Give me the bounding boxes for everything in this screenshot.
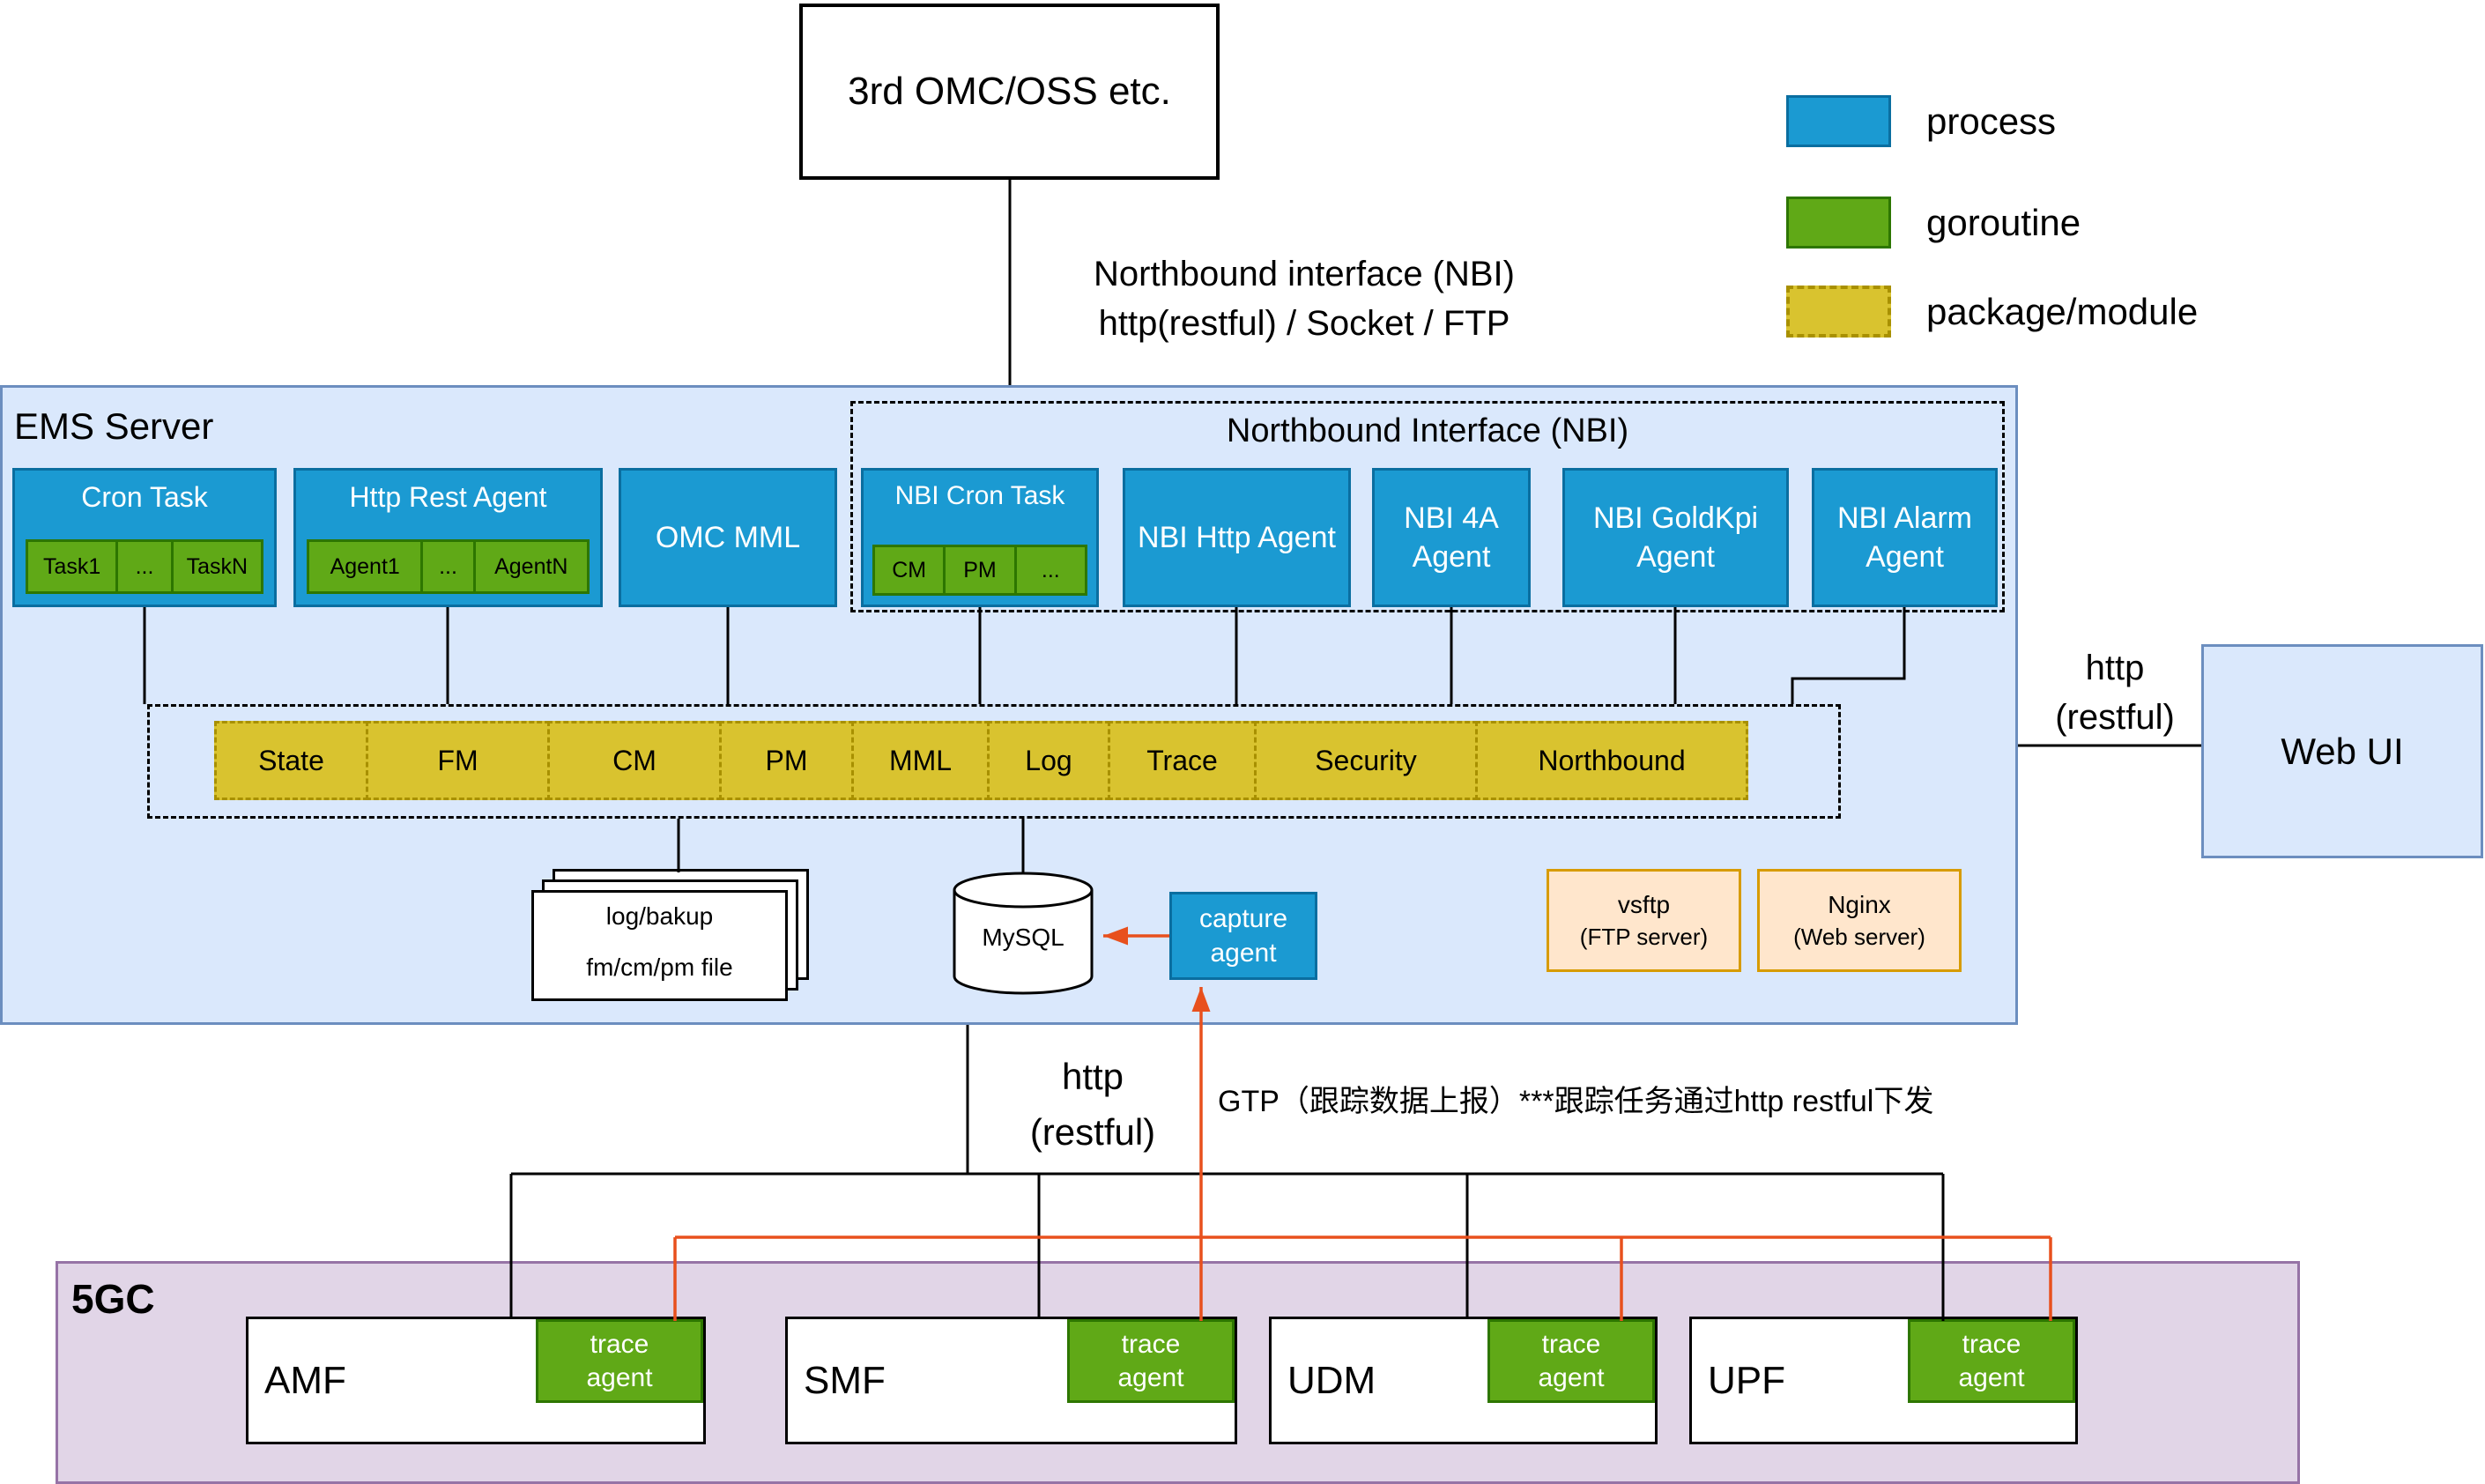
agent-chip: ...: [420, 539, 476, 594]
legend-package-label: package/module: [1926, 291, 2199, 332]
http-rest-agent-box: Http Rest Agent Agent1 ... AgentN: [293, 468, 603, 607]
cron-task-chips: Task1 ... TaskN: [26, 539, 263, 594]
task-chip: ...: [115, 539, 174, 594]
nbi-link-caption-line2: http(restful) / Socket / FTP: [1098, 304, 1510, 343]
nbi-link-caption: Northbound interface (NBI) http(restful)…: [1005, 249, 1604, 348]
vsftp-box: vsftp (FTP server): [1547, 869, 1741, 972]
nbi-link-caption-line1: Northbound interface (NBI): [1093, 255, 1515, 293]
gtp-note: GTP（跟踪数据上报）***跟踪任务通过http restful下发: [1218, 1085, 1934, 1118]
nbi-dashed-frame: [850, 401, 2005, 612]
trace-agent-amf: trace agent: [536, 1319, 703, 1403]
nbi-4a-agent-box: NBI 4A Agent: [1372, 468, 1531, 607]
file-page-front: [531, 890, 788, 1001]
module-state: State: [214, 721, 368, 800]
mysql-cylinder-shape: [953, 872, 1094, 995]
capture-agent-box: capture agent: [1169, 892, 1317, 980]
nbi-chip: PM: [943, 545, 1017, 596]
omc-oss-box: 3rd OMC/OSS etc.: [799, 4, 1220, 180]
nbi-cron-task-title: NBI Cron Task: [894, 481, 1065, 510]
fivegc-title: 5GC: [71, 1276, 155, 1322]
task-chip: Task1: [26, 539, 119, 594]
cron-task-box: Cron Task Task1 ... TaskN: [12, 468, 277, 607]
nbi-frame-title: Northbound Interface (NBI): [1226, 412, 1629, 449]
module-log: Log: [987, 721, 1110, 800]
agent-chip: Agent1: [307, 539, 424, 594]
module-northbound: Northbound: [1475, 721, 1748, 800]
file-store-label-line1: log/bakup: [605, 902, 714, 930]
nbi-cron-task-chips: CM PM ...: [872, 545, 1087, 596]
mysql-database: MySQL: [952, 869, 1094, 998]
cron-task-title: Cron Task: [81, 481, 208, 513]
legend-process-swatch: [1786, 95, 1891, 147]
file-store-label-line2: fm/cm/pm file: [586, 953, 733, 981]
nbi-chip: ...: [1013, 545, 1087, 596]
nginx-box: Nginx (Web server): [1757, 869, 1962, 972]
mysql-label: MySQL: [982, 924, 1064, 951]
omc-mml-box: OMC MML: [619, 468, 837, 607]
nbi-alarm-agent-box: NBI Alarm Agent: [1812, 468, 1998, 607]
module-fm: FM: [366, 721, 550, 800]
omc-oss-label: 3rd OMC/OSS etc.: [848, 70, 1171, 113]
trace-agent-udm: trace agent: [1487, 1319, 1655, 1403]
modules-dashed-frame: [147, 704, 1841, 819]
trace-agent-upf: trace agent: [1908, 1319, 2075, 1403]
south-http-caption: http (restful): [1029, 1056, 1156, 1153]
module-security: Security: [1254, 721, 1478, 800]
nbi-cron-task-box: NBI Cron Task CM PM ...: [861, 468, 1099, 607]
module-row: State FM CM PM MML Log Trace Security No…: [214, 721, 1748, 800]
legend-goroutine-swatch: [1786, 197, 1891, 249]
webui-link-caption: http (restful): [2055, 649, 2175, 737]
nbi-chip: CM: [872, 545, 946, 596]
module-trace: Trace: [1108, 721, 1257, 800]
nbi-http-agent-box: NBI Http Agent: [1123, 468, 1351, 607]
task-chip: TaskN: [170, 539, 263, 594]
agent-chip: AgentN: [472, 539, 590, 594]
legend-process-label: process: [1926, 100, 2057, 142]
trace-agent-smf: trace agent: [1067, 1319, 1235, 1403]
module-mml: MML: [851, 721, 990, 800]
http-rest-agent-chips: Agent1 ... AgentN: [307, 539, 590, 594]
module-cm: CM: [547, 721, 722, 800]
legend-goroutine-label: goroutine: [1926, 202, 2081, 243]
http-rest-agent-title: Http Rest Agent: [349, 481, 547, 513]
module-pm: PM: [719, 721, 854, 800]
nbi-goldkpi-agent-box: NBI GoldKpi Agent: [1562, 468, 1789, 607]
legend-package-swatch: [1786, 286, 1891, 338]
ems-server-title: EMS Server: [14, 405, 214, 447]
web-ui-box: Web UI: [2201, 644, 2483, 858]
